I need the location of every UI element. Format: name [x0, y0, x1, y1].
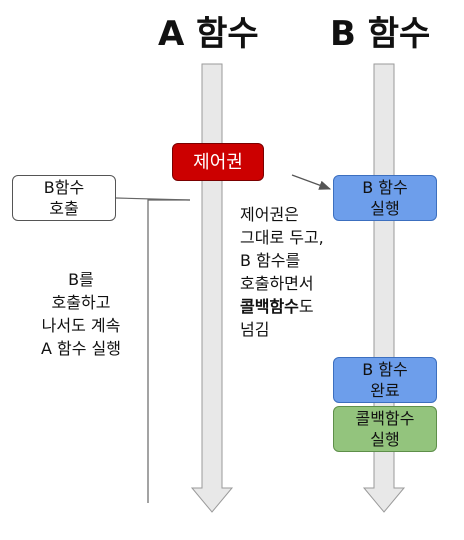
b-run-line2: 실행 [370, 199, 400, 218]
note-center-line: 제어권은 [240, 205, 299, 224]
note-left-line: B를 [68, 270, 94, 289]
note-pass-callback: 제어권은 그대로 두고, B 함수를 호출하면서 콜백함수도 넘김 [240, 203, 370, 341]
note-left-line: 호출하고 [51, 293, 111, 312]
continue-a-line [147, 199, 190, 503]
note-callback-bold: 콜백함수 [240, 297, 299, 316]
note-left-line: 나서도 계속 [41, 316, 121, 335]
b-done-box: B 함수 완료 [333, 357, 437, 403]
control-box: 제어권 [172, 143, 264, 181]
callback-run-box: 콜백함수 실행 [333, 406, 437, 452]
note-left-line: A 함수 실행 [41, 339, 121, 358]
call-b-line1: B함수 [43, 178, 85, 197]
call-b-line2: 호출 [49, 199, 79, 218]
note-continue-a: B를 호출하고 나서도 계속 A 함수 실행 [20, 268, 142, 360]
arrow-to-b-run [291, 174, 332, 190]
timeline-a-arrow [190, 63, 234, 513]
title-b-function: B 함수 [330, 14, 431, 54]
b-run-box: B 함수 실행 [333, 175, 437, 221]
note-center-line: 그대로 두고, [240, 228, 324, 247]
control-label: 제어권 [193, 151, 243, 173]
note-center-line: 호출하면서 [240, 274, 314, 293]
b-done-line2: 완료 [370, 381, 400, 400]
note-callback-suffix: 도 [298, 297, 314, 316]
callback-run-line1: 콜백함수 [355, 409, 415, 428]
note-center-line: 넘김 [240, 320, 270, 339]
note-center-line: B 함수를 [240, 251, 301, 270]
callback-run-line2: 실행 [370, 430, 400, 449]
title-a-function: A 함수 [158, 14, 259, 54]
note-center-line: 콜백함수도 [240, 295, 370, 318]
b-done-line1: B 함수 [362, 360, 408, 379]
b-run-line1: B 함수 [362, 178, 408, 197]
call-b-box: B함수 호출 [12, 175, 116, 221]
